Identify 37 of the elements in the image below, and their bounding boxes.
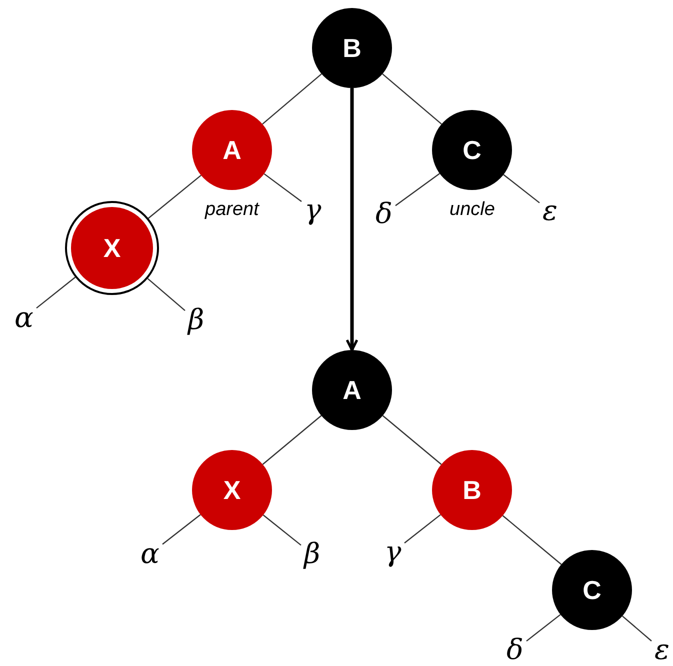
tree-node: B (432, 450, 512, 530)
highlighted-tree-node: X (65, 201, 159, 295)
tree-node: C (552, 550, 632, 630)
tree-node: A (312, 350, 392, 430)
tree-edge (382, 415, 442, 465)
tree-edge (262, 73, 322, 125)
node-caption: parent (205, 200, 259, 219)
leaf-label: ε (654, 636, 670, 664)
tree-edge (162, 514, 201, 545)
tree-edge (503, 174, 540, 204)
tree-edge (147, 278, 186, 312)
tree-edge (622, 616, 652, 642)
leaf-label: δ (506, 636, 524, 664)
leaf-label: δ (376, 200, 392, 228)
leaf-label: α (14, 304, 34, 332)
leaf-label: γ (304, 196, 322, 224)
tree-edge (382, 73, 442, 125)
tree-edge (404, 514, 441, 544)
tree-edge (36, 276, 76, 309)
tree-edge (395, 173, 440, 206)
tree-edge (502, 515, 562, 565)
leaf-label: ε (542, 197, 558, 225)
tree-node: X (192, 450, 272, 530)
arrow (346, 88, 358, 352)
leaf-label: β (188, 306, 204, 334)
tree-node: C (432, 110, 512, 190)
tree-edge (262, 514, 302, 546)
tree-node: A (192, 110, 272, 190)
tree-edge (262, 415, 322, 465)
tree-edge (264, 173, 302, 202)
tree-edge (148, 174, 202, 219)
leaf-label: γ (384, 538, 402, 566)
node-caption: uncle (450, 200, 495, 219)
tree-node: B (312, 8, 392, 88)
tree-edge (526, 614, 561, 642)
leaf-label: α (140, 540, 160, 568)
leaf-label: β (304, 540, 320, 568)
